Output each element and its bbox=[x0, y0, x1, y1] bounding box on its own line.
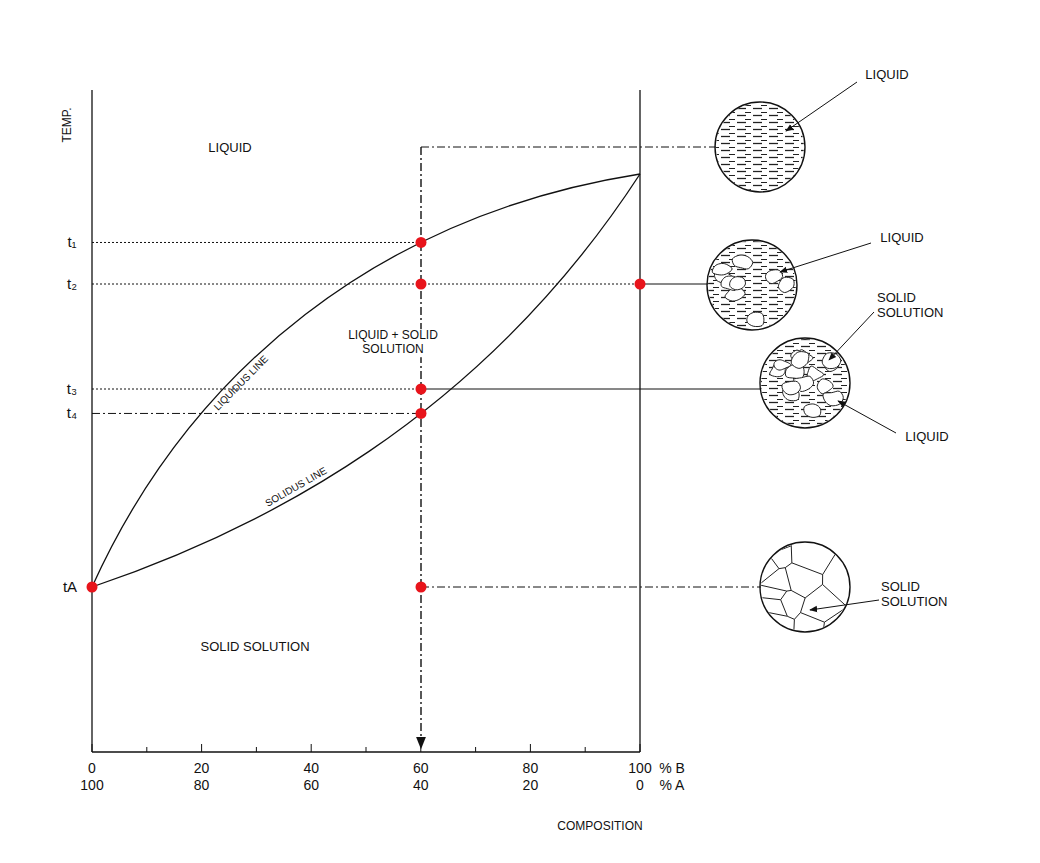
liquidus-curve bbox=[92, 174, 640, 587]
diagram-label: % A bbox=[660, 777, 685, 793]
state-point bbox=[416, 279, 427, 290]
diagram-label: SOLID SOLUTION bbox=[200, 640, 309, 655]
solidus-curve bbox=[92, 174, 640, 587]
axes bbox=[92, 90, 640, 752]
axis-number: 0 bbox=[636, 777, 644, 793]
callout-label: LIQUID bbox=[905, 430, 948, 445]
diagram-label: % B bbox=[659, 760, 685, 776]
axis-number: 20 bbox=[194, 760, 210, 776]
diagram-label: t₁ bbox=[67, 234, 76, 251]
state-point bbox=[416, 408, 427, 419]
diagram-label: COMPOSITION bbox=[557, 820, 642, 834]
t1-line bbox=[92, 242, 421, 243]
diagram-label: t₃ bbox=[67, 380, 77, 397]
diagram-label: LIQUIDUS LINE bbox=[212, 353, 271, 412]
callout-label: LIQUID bbox=[865, 68, 908, 83]
diagram-label: SOLIDUS LINE bbox=[263, 465, 329, 509]
leader-lines bbox=[780, 82, 896, 610]
diagram-label: TEMP. bbox=[61, 107, 75, 142]
state-point bbox=[87, 582, 98, 593]
axis-number: 80 bbox=[523, 760, 539, 776]
diagram-label: tA bbox=[63, 578, 77, 595]
callout-label: LIQUID bbox=[880, 231, 923, 246]
axis-number: 60 bbox=[303, 777, 319, 793]
axis-number: 100 bbox=[80, 777, 103, 793]
callout-label: SOLID SOLUTION bbox=[877, 291, 959, 321]
diagram-label: t₄ bbox=[67, 405, 77, 422]
state-point bbox=[416, 384, 427, 395]
micrographs bbox=[707, 102, 855, 637]
axis-number: 80 bbox=[194, 777, 210, 793]
state-point bbox=[635, 279, 646, 290]
axis-ticks bbox=[92, 744, 640, 752]
callout-label: SOLID SOLUTION bbox=[881, 580, 963, 610]
state-points bbox=[87, 237, 646, 593]
axis-number: 40 bbox=[303, 760, 319, 776]
curve-guides bbox=[92, 242, 421, 413]
t4-line bbox=[92, 413, 421, 414]
diagram-label: t₂ bbox=[67, 275, 77, 292]
diagram-label: LIQUID + SOLID SOLUTION bbox=[339, 329, 447, 357]
axis-number: 0 bbox=[88, 760, 96, 776]
axis-number: 100 bbox=[628, 760, 651, 776]
axis-number: 20 bbox=[523, 777, 539, 793]
guide-lines bbox=[92, 147, 761, 748]
axis-number: 60 bbox=[413, 760, 429, 776]
diagram-label: LIQUID bbox=[208, 141, 251, 156]
state-point bbox=[416, 237, 427, 248]
state-point bbox=[416, 582, 427, 593]
axis-number: 40 bbox=[413, 777, 429, 793]
